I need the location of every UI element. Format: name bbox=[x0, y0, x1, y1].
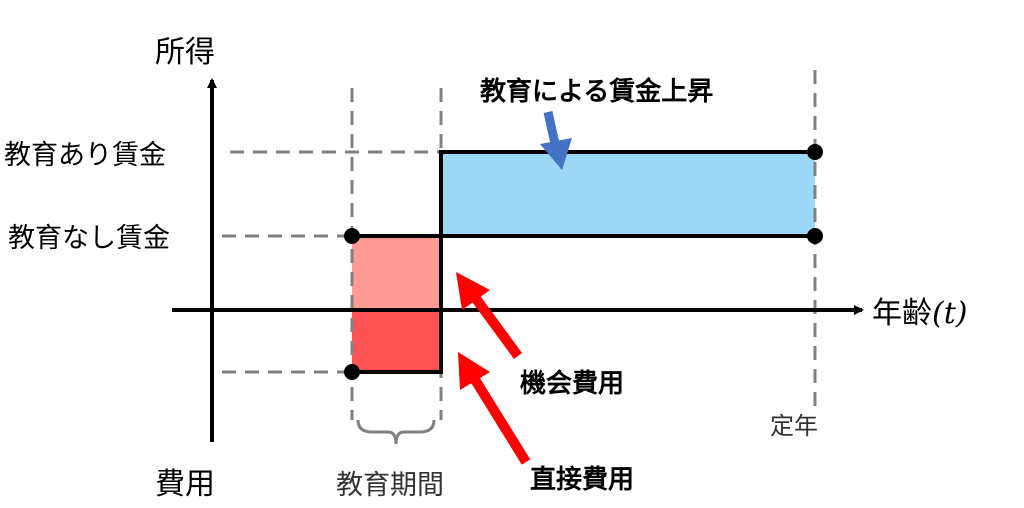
wage-increase-area bbox=[441, 152, 815, 236]
path-points bbox=[344, 144, 823, 380]
education-period-brace bbox=[356, 419, 436, 445]
y-axis-income-label: 所得 bbox=[155, 35, 215, 70]
direct-cost-label: 直接費用 bbox=[530, 465, 634, 495]
retirement-label: 定年 bbox=[770, 412, 818, 440]
dashed-guides bbox=[222, 70, 817, 420]
income-paths bbox=[352, 150, 815, 374]
wage-increase-label: 教育による賃金上昇 bbox=[480, 76, 713, 107]
opportunity-cost-label: 機会費用 bbox=[520, 369, 624, 399]
without-education-wage-label: 教育なし賃金 bbox=[8, 223, 170, 254]
education-period-label: 教育期間 bbox=[336, 470, 444, 501]
with-education-path bbox=[352, 150, 815, 374]
point bbox=[344, 228, 360, 244]
blue-arrow-icon bbox=[540, 111, 572, 170]
y-axis-cost-label: 費用 bbox=[155, 467, 215, 502]
opportunity-cost-area bbox=[352, 236, 441, 310]
with-education-wage-label: 教育あり賃金 bbox=[4, 140, 166, 171]
point bbox=[807, 228, 823, 244]
red-arrow-opportunity-icon bbox=[456, 272, 523, 359]
point bbox=[807, 144, 823, 160]
red-arrow-direct-icon bbox=[458, 352, 531, 465]
direct-cost-area bbox=[352, 310, 441, 372]
point bbox=[344, 364, 360, 380]
x-axis-label: 年齢(t) bbox=[872, 296, 967, 331]
